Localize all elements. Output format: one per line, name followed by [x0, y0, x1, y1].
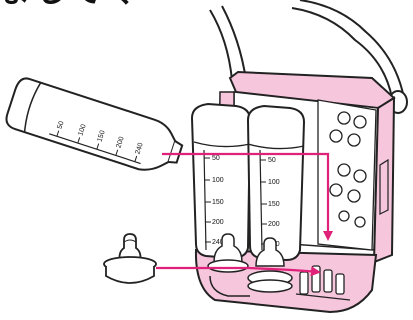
- nipple-icon: [104, 234, 156, 283]
- scale-mark: 200: [268, 221, 280, 228]
- scale-mark: 100: [268, 179, 280, 186]
- bottle-rack: [318, 100, 376, 250]
- scale-mark: 200: [212, 219, 224, 226]
- baby-bottle-icon: 50 100 150 200 240: [4, 76, 187, 180]
- scale-mark: 100: [212, 177, 224, 184]
- scale-mark: 50: [212, 155, 220, 162]
- upright-bottle-left: 50 100 150 200 240: [192, 104, 250, 258]
- scale-mark: 50: [268, 157, 276, 164]
- upright-bottle-right: 50 100 150 200 240: [248, 106, 304, 260]
- scale-mark: 150: [212, 199, 224, 206]
- scale-mark: 150: [268, 201, 280, 208]
